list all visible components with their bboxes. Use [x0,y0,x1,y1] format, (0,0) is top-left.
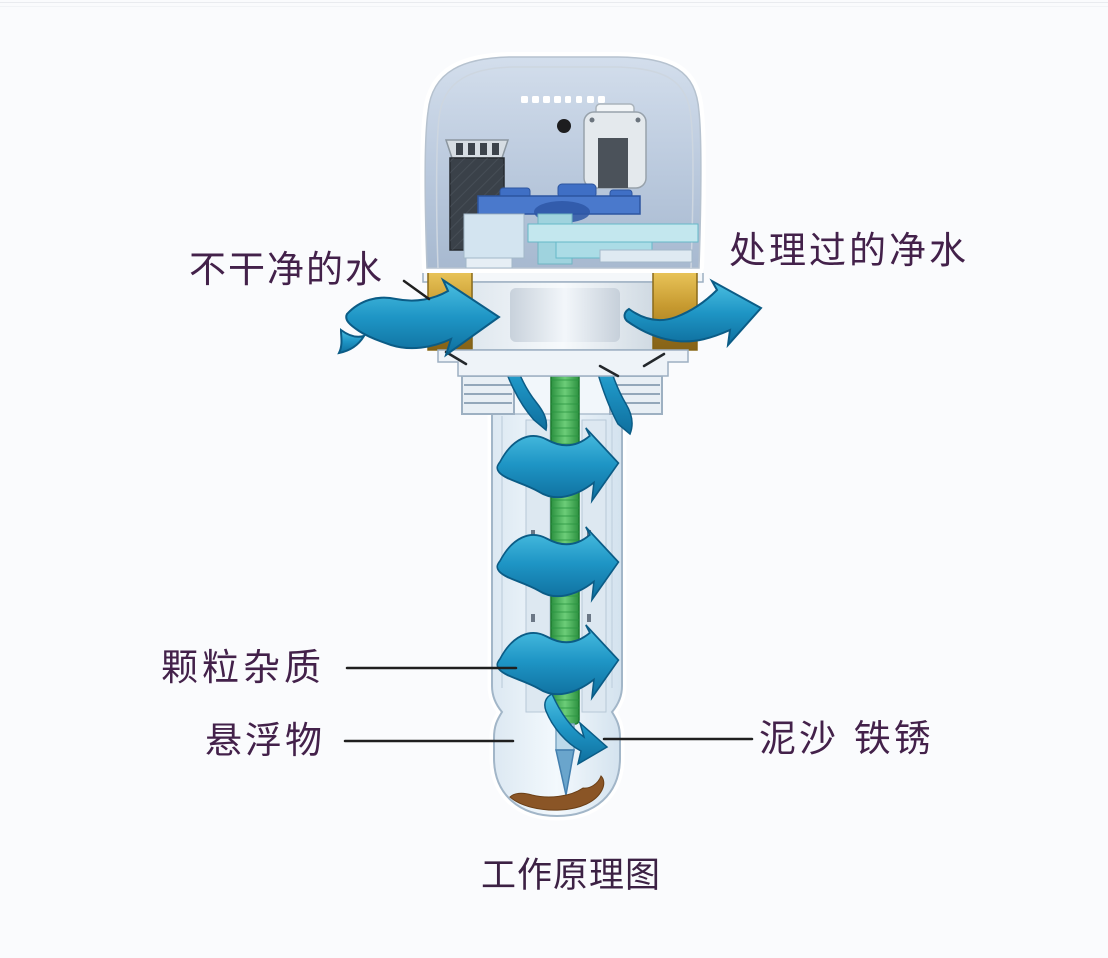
label-particulate-impurities: 颗粒杂质 [161,646,325,689]
top-border-line [0,2,1108,7]
sediment-deposit [509,775,605,811]
label-dirty-water: 不干净的水 [189,248,384,291]
drain-flow-arrow [544,692,609,766]
inlet-arrow-tail-curl [337,328,367,355]
solenoid-module [583,103,647,189]
diagram-caption: 工作原理图 [481,856,662,896]
inlet-flow-arrow [345,277,501,358]
label-suspended-solids: 悬浮物 [205,719,325,762]
led-indicator-dots [521,96,605,103]
button-dot [557,119,571,133]
drain-tip [555,749,575,796]
leader-line-dirty-water [402,279,431,301]
label-sediment-rust: 泥沙 铁锈 [759,717,934,760]
filter-head [420,52,706,273]
label-clean-water: 处理过的净水 [729,229,969,272]
clean-water-channel [527,223,699,243]
outlet-flow-arrow [623,278,763,349]
